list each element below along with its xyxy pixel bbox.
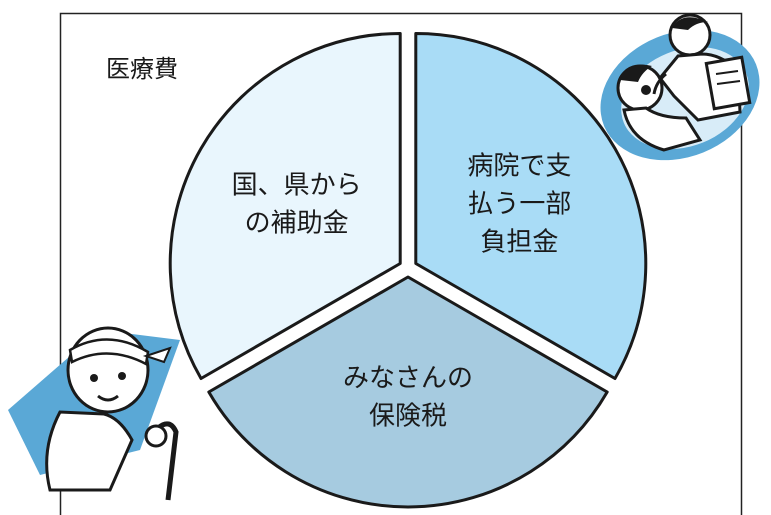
- clipboard-line: [715, 70, 739, 75]
- patient-body: [622, 106, 703, 152]
- clipboard-line: [716, 80, 741, 85]
- pie-slice: [168, 32, 402, 380]
- bandage-tail: [142, 346, 172, 364]
- pie-slice-label-line: 負担金: [480, 228, 558, 258]
- figure-frame: [59, 12, 743, 515]
- patient-body: [45, 410, 134, 492]
- pie-slice-label-line: 病院で支: [467, 152, 571, 182]
- pie-slice-label-line: の補助金: [245, 209, 349, 239]
- pie-slice: [207, 275, 609, 509]
- pie-slice-label-line: 保険税: [369, 402, 447, 432]
- patient-hand: [144, 424, 168, 448]
- bandage: [68, 338, 150, 366]
- pie-slice-label: みなさんの保険税: [343, 364, 473, 432]
- doctor-hair: [672, 17, 708, 30]
- pie-slice: [414, 32, 648, 380]
- pie-slice-label-line: 国、県から: [232, 171, 362, 201]
- chart-title: 医療費: [106, 55, 178, 83]
- patient-eye: [90, 374, 98, 382]
- pie-slice-label: 国、県からの補助金: [232, 171, 362, 239]
- pie-slice-label-line: みなさんの: [343, 364, 473, 394]
- patient-eye: [641, 85, 651, 95]
- injured-patient-with-cane-illustration: [8, 326, 180, 501]
- patient-hair: [620, 64, 652, 82]
- pie-slice-label-line: 払う一部: [467, 190, 571, 220]
- patient-eye: [118, 372, 126, 380]
- pie-slice-label: 病院で支払う一部負担金: [467, 152, 571, 258]
- patient-mouth: [97, 394, 119, 402]
- doctor-examining-patient-illustration: [600, 13, 760, 161]
- doctor-arm: [652, 72, 667, 95]
